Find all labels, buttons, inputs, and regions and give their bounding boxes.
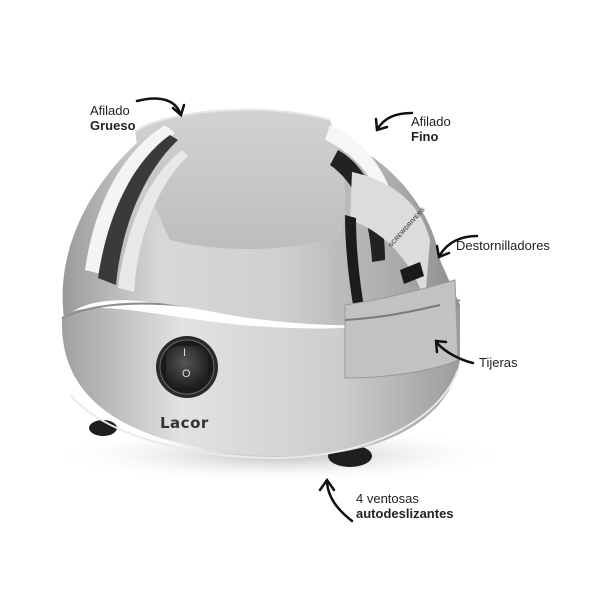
switch-on-symbol: I [183,347,187,359]
annotation-fine-line2: Fino [411,129,439,144]
annotation-coarse-line1: Afilado [90,103,130,118]
switch-off-symbol: O [182,368,191,380]
annotation-fine-sharpening: Afilado Fino [411,114,451,144]
annotation-fine-line1: Afilado [411,114,451,129]
arrow-feet [325,480,354,523]
annotation-screwdrivers-line1: Destornilladores [456,238,550,253]
arrow-screwdrivers [438,234,479,257]
power-switch-rocker [166,346,208,388]
annotation-scissors: Tijeras [479,355,518,370]
arrow-scissors [435,341,475,365]
annotation-feet-line1: 4 ventosas [356,491,419,506]
annotation-scissors-line1: Tijeras [479,355,518,370]
annotation-coarse-sharpening: Afilado Grueso [90,103,136,133]
annotation-coarse-line2: Grueso [90,118,136,133]
brand-logo: Lacor [160,414,209,432]
annotation-screwdrivers: Destornilladores [456,238,550,253]
annotation-feet-line2: autodeslizantes [356,506,454,521]
arrow-coarse [135,97,182,115]
annotation-suction-feet: 4 ventosas autodeslizantes [356,491,454,521]
arrow-fine [376,111,414,130]
